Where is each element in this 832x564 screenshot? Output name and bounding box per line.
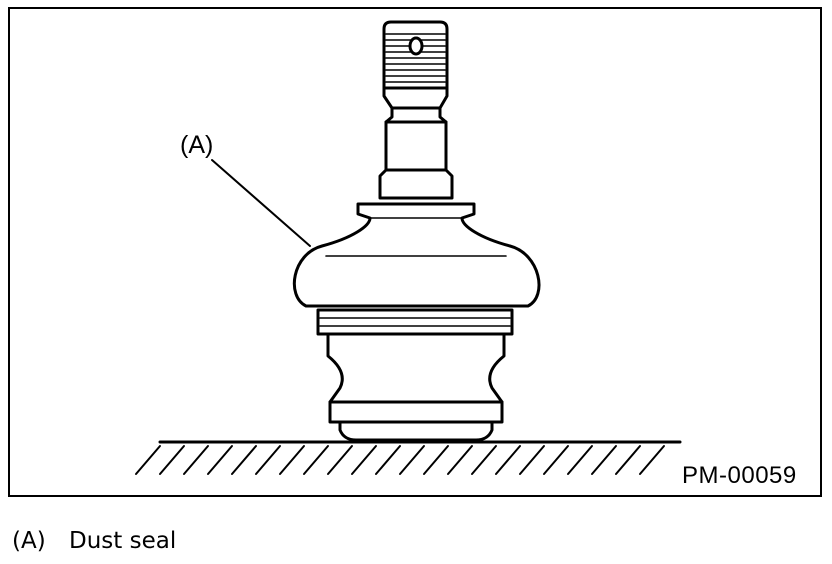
threaded-stud	[382, 20, 449, 90]
figure-frame	[8, 7, 822, 497]
cotter-pin-hole	[408, 36, 424, 56]
legend-key: (A)	[12, 528, 46, 554]
dust-seal	[292, 202, 541, 308]
stud-neck	[378, 86, 454, 200]
legend-text: Dust seal	[69, 528, 177, 554]
callout-leader	[211, 159, 311, 247]
figure-code: PM-00059	[682, 462, 797, 489]
ground-surface	[135, 440, 682, 475]
joint-housing	[316, 308, 514, 442]
callout-label-a: (A)	[180, 131, 214, 159]
legend-item: (A) Dust seal	[12, 528, 176, 554]
